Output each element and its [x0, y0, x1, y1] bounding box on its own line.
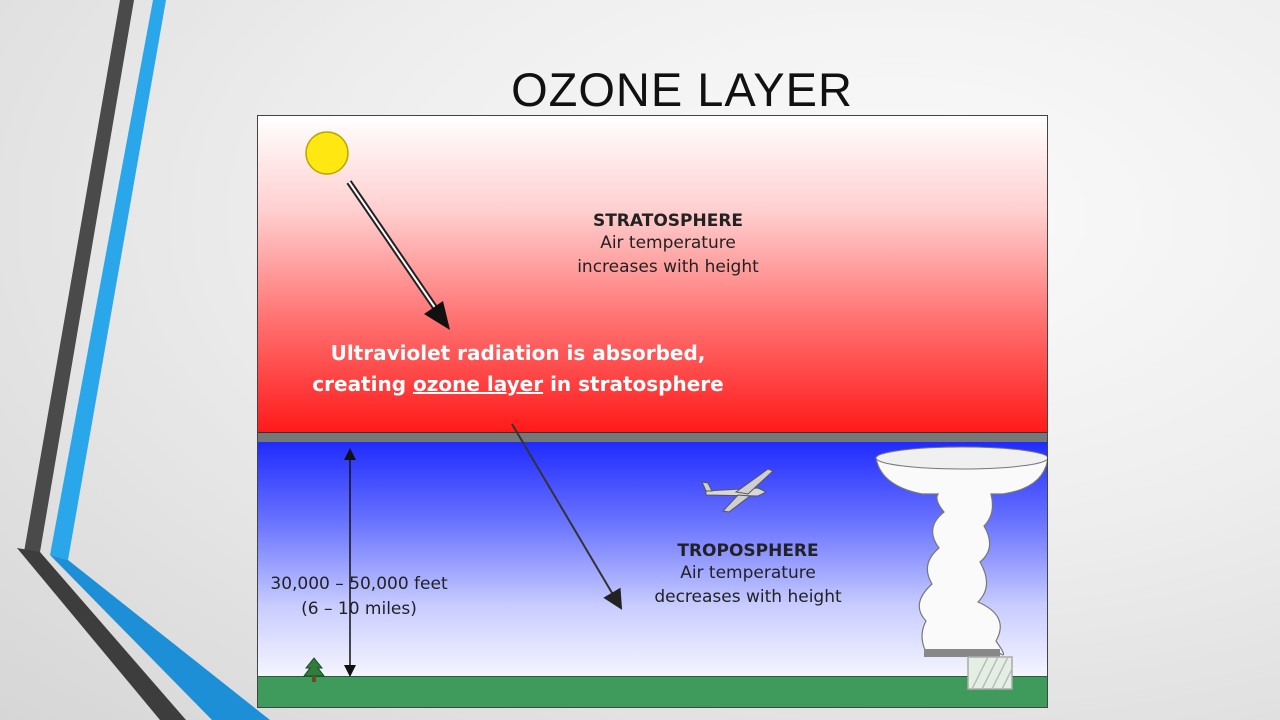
uv-message-ozone: ozone layer [413, 372, 544, 396]
uv-absorbed-message: Ultraviolet radiation is absorbed, creat… [298, 338, 738, 400]
troposphere-label: TROPOSPHERE Air temperature decreases wi… [628, 541, 868, 609]
uv-message-post: in stratosphere [550, 372, 724, 396]
gray-accent-bar [24, 0, 134, 552]
ground-band [258, 676, 1047, 707]
uv-message-line1: Ultraviolet radiation is absorbed, [330, 341, 706, 365]
uv-message-line2: creating ozone layer in stratosphere [298, 369, 738, 400]
tropopause-line [258, 432, 1047, 443]
gray-accent-bar-lower [17, 548, 186, 720]
stratosphere-desc-line2: increases with height [577, 257, 759, 277]
troposphere-name: TROPOSPHERE [677, 541, 819, 561]
slide-title: OZONE LAYER [511, 63, 853, 116]
tree-icon [303, 657, 325, 682]
atmosphere-diagram: STRATOSPHERE Air temperature increases w… [257, 115, 1048, 708]
diagram-graphics [303, 131, 1047, 690]
troposphere-desc-line2: decreases with height [654, 587, 842, 607]
troposphere-desc-line1: Air temperature [680, 563, 816, 583]
stratosphere-label: STRATOSPHERE Air temperature increases w… [538, 211, 798, 279]
thunderstorm-cloud-icon [875, 446, 1047, 690]
stratosphere-name: STRATOSPHERE [592, 211, 744, 231]
height-range-line1: 30,000 – 50,000 feet [270, 574, 448, 594]
stratosphere-desc-line1: Air temperature [600, 233, 736, 253]
uv-ray-penetrating-arrow [511, 423, 623, 610]
height-arrow [344, 448, 356, 677]
height-range-line2: (6 – 10 miles) [301, 599, 417, 619]
uv-ray-arrow [346, 180, 450, 330]
airplane-icon [701, 468, 774, 513]
blue-accent-bar [50, 0, 166, 560]
height-range-label: 30,000 – 50,000 feet (6 – 10 miles) [264, 572, 454, 622]
sun-icon [305, 131, 349, 175]
stratosphere-band [258, 116, 1047, 432]
uv-message-pre: creating [312, 372, 407, 396]
blue-accent-bar-lower [50, 555, 270, 720]
